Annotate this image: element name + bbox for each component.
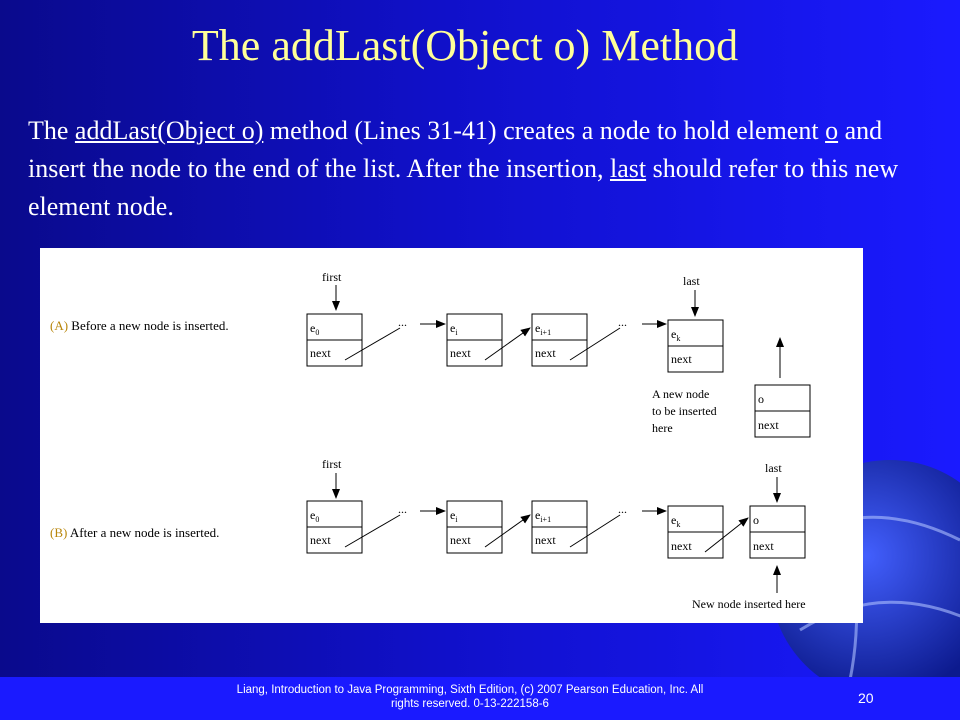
svg-text:ei: ei bbox=[450, 508, 458, 524]
body-o: o bbox=[825, 116, 839, 145]
node-ei1-a: ei+1 next bbox=[531, 313, 588, 367]
node-ei-b: ei next bbox=[446, 500, 503, 554]
diagram-svg: (A) Before a new node is inserted. first… bbox=[50, 270, 811, 611]
svg-text:o: o bbox=[758, 392, 764, 406]
svg-text:next: next bbox=[535, 346, 556, 360]
next-pointer-e0-a bbox=[344, 327, 401, 361]
last-label-b: last bbox=[765, 461, 782, 475]
svg-text:ei+1: ei+1 bbox=[535, 321, 551, 337]
next-pointer-ei1-b bbox=[569, 514, 621, 548]
first-label-b: first bbox=[322, 457, 342, 471]
footer-bar bbox=[0, 677, 960, 720]
svg-text:next: next bbox=[310, 533, 331, 547]
slide-title: The addLast(Object o) Method bbox=[191, 21, 739, 70]
svg-text:ei: ei bbox=[450, 321, 458, 337]
footer-line-1: Liang, Introduction to Java Programming,… bbox=[236, 684, 704, 696]
svg-text:next: next bbox=[310, 346, 331, 360]
inserted-label-b: New node inserted here bbox=[692, 597, 806, 611]
body-part-4: should refer to this new element node. bbox=[28, 154, 899, 221]
node-o-b: o next bbox=[749, 505, 806, 559]
svg-text:next: next bbox=[753, 539, 774, 553]
svg-text:next: next bbox=[450, 346, 471, 360]
body-part-2: method (Lines 31-41) creates a node to h… bbox=[263, 116, 826, 145]
footer-line-2: rights reserved. 0-13-222158-6 bbox=[391, 698, 549, 710]
node-ek-a: ek next bbox=[667, 319, 724, 373]
next-pointer-ei1-a bbox=[569, 327, 621, 361]
first-label-a: first bbox=[322, 270, 342, 284]
body-part-3: and insert the node to the end of the li… bbox=[28, 116, 883, 183]
linked-list-diagram: (A) Before a new node is inserted. first… bbox=[40, 248, 863, 623]
dots-2-a: ... bbox=[618, 315, 627, 329]
next-pointer-ek-b bbox=[704, 517, 749, 553]
node-e0-a: e0 next bbox=[306, 313, 363, 367]
dots-1-a: ... bbox=[398, 315, 407, 329]
body-method: addLast(Object o) bbox=[74, 116, 264, 145]
dots-1-b: ... bbox=[398, 502, 407, 516]
next-pointer-ei-b bbox=[484, 514, 531, 548]
last-label-a: last bbox=[683, 274, 700, 288]
svg-text:e0: e0 bbox=[310, 508, 319, 524]
slide-body: The addLast(Object o) method (Lines 31-4… bbox=[28, 112, 928, 226]
node-ek-b: ek next bbox=[667, 505, 724, 559]
new-node-label-3: here bbox=[652, 421, 673, 435]
svg-text:next: next bbox=[758, 418, 779, 432]
svg-text:o: o bbox=[753, 513, 759, 527]
svg-text:next: next bbox=[535, 533, 556, 547]
next-pointer-ei-a bbox=[484, 327, 531, 361]
node-ei-a: ei next bbox=[446, 313, 503, 367]
svg-text:next: next bbox=[450, 533, 471, 547]
svg-text:ek: ek bbox=[671, 327, 680, 343]
caption-a: (A) Before a new node is inserted. bbox=[50, 318, 229, 333]
node-e0-b: e0 next bbox=[306, 500, 363, 554]
new-node-label-2: to be inserted bbox=[652, 404, 717, 418]
new-node-label-1: A new node bbox=[652, 387, 709, 401]
node-o-a: o next bbox=[754, 384, 811, 438]
node-ei1-b: ei+1 next bbox=[531, 500, 588, 554]
svg-text:ei+1: ei+1 bbox=[535, 508, 551, 524]
footer-copyright: Liang, Introduction to Java Programming,… bbox=[180, 683, 760, 711]
body-part-1: The bbox=[28, 116, 75, 145]
svg-text:next: next bbox=[671, 539, 692, 553]
svg-text:e0: e0 bbox=[310, 321, 319, 337]
dots-2-b: ... bbox=[618, 502, 627, 516]
page-number: 20 bbox=[858, 690, 874, 706]
next-pointer-e0-b bbox=[344, 514, 401, 548]
body-last: last bbox=[609, 154, 647, 183]
caption-b: (B) After a new node is inserted. bbox=[50, 525, 219, 540]
svg-text:next: next bbox=[671, 352, 692, 366]
svg-text:ek: ek bbox=[671, 513, 680, 529]
